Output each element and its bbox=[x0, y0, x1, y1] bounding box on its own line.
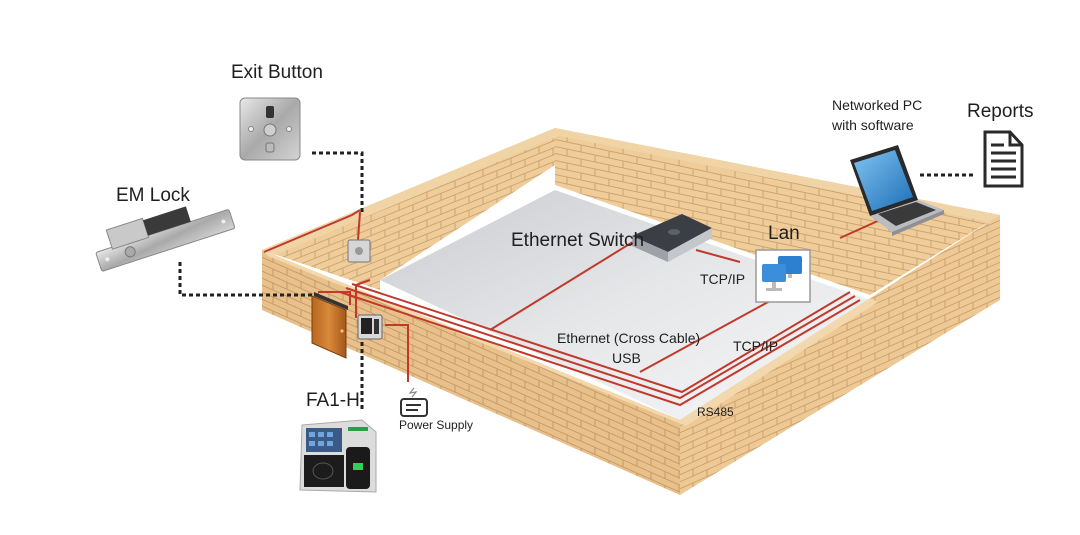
rs485-label: RS485 bbox=[697, 405, 734, 419]
reports-label: Reports bbox=[967, 101, 1034, 122]
em-lock-icon[interactable] bbox=[90, 192, 236, 272]
tcpip-floor-label: TCP/IP bbox=[733, 338, 779, 354]
dotted-em-lock bbox=[178, 262, 320, 297]
exit-button-icon[interactable] bbox=[239, 97, 301, 161]
exit-button-label: Exit Button bbox=[231, 62, 323, 83]
back-wall-right bbox=[555, 128, 1000, 295]
tcpip-switch-lan-label: TCP/IP bbox=[700, 271, 746, 287]
cable-front-2 bbox=[345, 287, 856, 400]
cabling bbox=[263, 209, 881, 407]
networked-pc-label-line2: with software bbox=[832, 117, 914, 133]
dotted-exit-button bbox=[312, 151, 364, 212]
wall-exit-button-icon bbox=[347, 239, 371, 263]
back-wall-left bbox=[262, 128, 555, 290]
lan-label: Lan bbox=[768, 223, 800, 244]
wall-top-front-right bbox=[680, 298, 878, 426]
dotted-connectors bbox=[178, 151, 975, 410]
cable-front-3 bbox=[351, 283, 851, 394]
cable-floor-tcpip bbox=[639, 289, 791, 373]
em-lock-label: EM Lock bbox=[116, 185, 190, 206]
cable-power bbox=[385, 324, 409, 382]
cable-perimeter-left bbox=[263, 209, 361, 253]
power-supply-icon bbox=[400, 387, 428, 417]
power-supply-label: Power Supply bbox=[399, 418, 474, 432]
document-icon[interactable] bbox=[983, 130, 1024, 188]
door-icon bbox=[311, 292, 348, 359]
front-wall-right bbox=[680, 215, 1000, 495]
ethernet-switch-label: Ethernet Switch bbox=[511, 230, 645, 251]
laptop-icon[interactable] bbox=[850, 145, 944, 236]
network-switch-icon[interactable] bbox=[632, 214, 712, 262]
cable-ethernet-switch bbox=[489, 239, 637, 331]
fa1h-label: FA1-H bbox=[306, 390, 360, 411]
floor bbox=[380, 190, 870, 420]
cable-to-door bbox=[318, 291, 351, 305]
face-terminal-icon[interactable] bbox=[299, 419, 377, 493]
wall-top-left bbox=[262, 128, 568, 255]
cable-front-1 bbox=[339, 291, 861, 407]
wall-top-front-left bbox=[262, 250, 686, 426]
wall-reader-icon bbox=[357, 314, 383, 340]
lan-computers-icon[interactable] bbox=[755, 249, 811, 303]
ethernet-cross-cable-label: Ethernet (Cross Cable) bbox=[557, 330, 701, 346]
networked-pc-label-line1: Networked PC bbox=[832, 97, 923, 113]
front-wall-left bbox=[262, 250, 680, 495]
cable-pc bbox=[839, 219, 881, 239]
cable-reader-up bbox=[355, 279, 371, 318]
cable-switch-lan bbox=[695, 249, 741, 263]
cable-exit-button bbox=[357, 211, 361, 241]
usb-label: USB bbox=[612, 350, 641, 366]
